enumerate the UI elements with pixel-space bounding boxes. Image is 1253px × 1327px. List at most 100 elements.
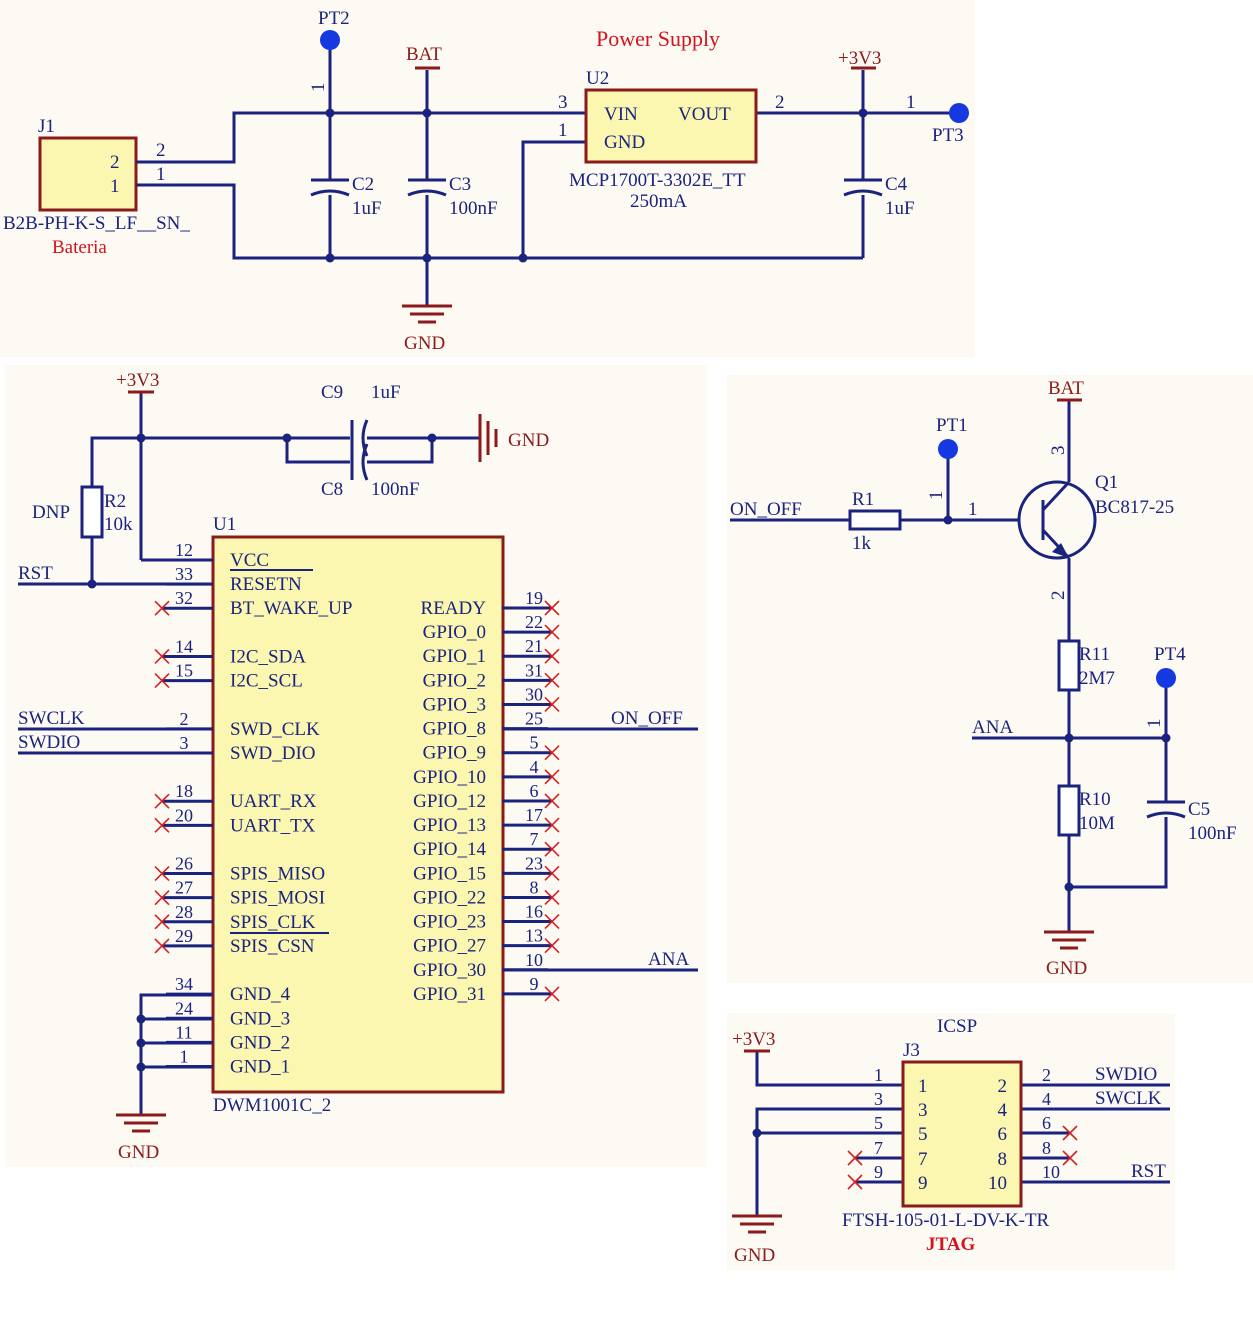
c2-value: 1uF bbox=[352, 198, 382, 219]
mcu-u1-body[interactable] bbox=[211, 535, 505, 1094]
c8-value: 100nF bbox=[371, 479, 420, 500]
u1-right-pin-number: 23 bbox=[525, 853, 543, 873]
j3-left-outer-pin: 1 bbox=[874, 1065, 883, 1085]
u2-vout: VOUT bbox=[678, 104, 731, 125]
testpoint-pt4-icon[interactable] bbox=[1156, 668, 1176, 688]
pt4-label: PT4 bbox=[1154, 644, 1186, 665]
capacitor-c3-symbol bbox=[407, 178, 447, 197]
no-connect-icon bbox=[544, 648, 560, 664]
u1-right-pin-number: 25 bbox=[525, 709, 543, 729]
u1-left-pin-name: VCC bbox=[230, 550, 269, 571]
u1-right-pin-number: 31 bbox=[525, 660, 543, 680]
r11-ref: R11 bbox=[1079, 644, 1110, 665]
capacitor-c5-symbol bbox=[1146, 800, 1186, 819]
testpoint-pt3-icon[interactable] bbox=[949, 103, 969, 123]
q1-pin-e: 2 bbox=[1048, 591, 1069, 601]
r2-value: 10k bbox=[104, 514, 133, 535]
u1-left-pin-name: SPIS_CSN bbox=[230, 936, 315, 957]
u1-left-pin-name: UART_RX bbox=[230, 791, 317, 812]
u1-left-pin-number: 34 bbox=[175, 974, 193, 994]
u1-left-pin-number: 14 bbox=[175, 636, 193, 656]
u2-ref: U2 bbox=[586, 68, 609, 89]
bm-net-ana: ANA bbox=[972, 717, 1013, 738]
j3-right-outer-pin: 4 bbox=[1042, 1089, 1051, 1109]
u1-right-pin-number: 13 bbox=[525, 926, 543, 946]
testpoint-pt1-icon[interactable] bbox=[938, 439, 958, 459]
bm-bat-label: BAT bbox=[1048, 378, 1084, 399]
u1-left-pin-number: 33 bbox=[175, 564, 193, 584]
u1-left-pin-name: SPIS_MISO bbox=[230, 864, 325, 885]
u1-left-pin-number: 11 bbox=[175, 1022, 192, 1042]
u1-right-pin-number: 10 bbox=[525, 950, 543, 970]
no-connect-icon bbox=[154, 938, 170, 954]
testpoint-pt2-icon[interactable] bbox=[320, 30, 340, 50]
u1-left-pin-name: UART_TX bbox=[230, 815, 316, 836]
c3-value: 100nF bbox=[449, 198, 498, 219]
net-swdio: SWDIO bbox=[18, 732, 80, 753]
connector-j3-body[interactable] bbox=[901, 1060, 1023, 1208]
net-swclk: SWCLK bbox=[18, 708, 85, 729]
icsp-subtitle: JTAG bbox=[926, 1234, 975, 1255]
no-connect-icon bbox=[544, 913, 560, 930]
r1-ref: R1 bbox=[852, 489, 874, 510]
no-connect-icon bbox=[1062, 1150, 1078, 1166]
u1-right-pin-name: GPIO_22 bbox=[413, 887, 486, 908]
q1-emitter-arrow-icon bbox=[1052, 543, 1069, 558]
c4-ref: C4 bbox=[885, 174, 908, 195]
j3-right-inner-pin: 2 bbox=[998, 1076, 1008, 1097]
u1-right-pin-name: GPIO_23 bbox=[413, 912, 486, 933]
j3-right-inner-pin: 6 bbox=[998, 1124, 1008, 1145]
connector-j1-body[interactable] bbox=[38, 136, 138, 212]
q1-ref: Q1 bbox=[1095, 472, 1118, 493]
icsp-net-swdio: SWDIO bbox=[1095, 1064, 1157, 1085]
u1-left-pin-number: 32 bbox=[175, 588, 193, 608]
u1-right-pin-number: 19 bbox=[525, 588, 543, 608]
c4-value: 1uF bbox=[885, 198, 915, 219]
u1-right-pin-name: GPIO_1 bbox=[423, 646, 486, 667]
no-connect-icon bbox=[544, 745, 560, 761]
u1-right-pin-number: 5 bbox=[530, 733, 539, 753]
regulator-u2-body[interactable] bbox=[584, 88, 758, 164]
j3-right-inner-pin: 4 bbox=[998, 1100, 1008, 1121]
ps-junctions bbox=[325, 108, 868, 263]
u1-right-pin-number: 30 bbox=[525, 684, 543, 704]
u1-left-pin-number: 18 bbox=[175, 781, 193, 801]
mcu-gnd-icon bbox=[116, 1113, 166, 1133]
u2-pin-vin: 3 bbox=[558, 92, 568, 113]
u1-left-pin-number: 2 bbox=[180, 709, 189, 729]
j1-pin-1: 1 bbox=[110, 176, 120, 197]
power-supply-title: Power Supply bbox=[596, 26, 720, 51]
r11-value: 2M7 bbox=[1079, 668, 1115, 689]
j3-right-outer-pin: 6 bbox=[1042, 1113, 1051, 1133]
icsp-junction bbox=[752, 1128, 762, 1138]
no-connect-icon bbox=[154, 914, 170, 930]
no-connect-icon bbox=[154, 648, 170, 665]
icsp-gnd-icon bbox=[732, 1214, 782, 1234]
j3-left-inner-pin: 1 bbox=[918, 1076, 928, 1097]
u1-right-pin-name: GPIO_8 bbox=[423, 719, 486, 740]
j3-right-outer-pin: 2 bbox=[1042, 1065, 1051, 1085]
j3-right-outer-pin: 10 bbox=[1042, 1162, 1060, 1182]
battery-monitor-section: PT1 1 ON_OFF R1 1k 1 3 2 Q1 BC817-25 R11… bbox=[730, 378, 1237, 979]
capacitor-c8-symbol bbox=[350, 443, 369, 481]
icsp-3v3-label: +3V3 bbox=[732, 1029, 775, 1050]
j3-right-outer-pin: 8 bbox=[1042, 1138, 1051, 1158]
capacitor-c2-symbol bbox=[310, 178, 350, 197]
j3-ref: J3 bbox=[903, 1040, 920, 1061]
u1-right-pin-name: GPIO_30 bbox=[413, 960, 486, 981]
u1-right-pin-name: READY bbox=[421, 598, 487, 619]
u1-overbars bbox=[230, 569, 329, 934]
q1-part: BC817-25 bbox=[1095, 497, 1174, 518]
net-on-off: ON_OFF bbox=[611, 708, 683, 729]
bm-gnd-icon bbox=[1044, 930, 1094, 950]
u1-left-pin-name: SPIS_MOSI bbox=[230, 888, 325, 909]
u1-right-pin-number: 4 bbox=[530, 757, 539, 777]
u1-left-pin-name: GND_1 bbox=[230, 1057, 290, 1078]
pt2-pin: 1 bbox=[308, 83, 329, 93]
j3-left-outer-pin: 5 bbox=[874, 1113, 883, 1133]
j3-part: FTSH-105-01-L-DV-K-TR bbox=[842, 1210, 1050, 1231]
no-connect-icon bbox=[544, 938, 560, 954]
j3-left-inner-pin: 5 bbox=[918, 1124, 928, 1145]
